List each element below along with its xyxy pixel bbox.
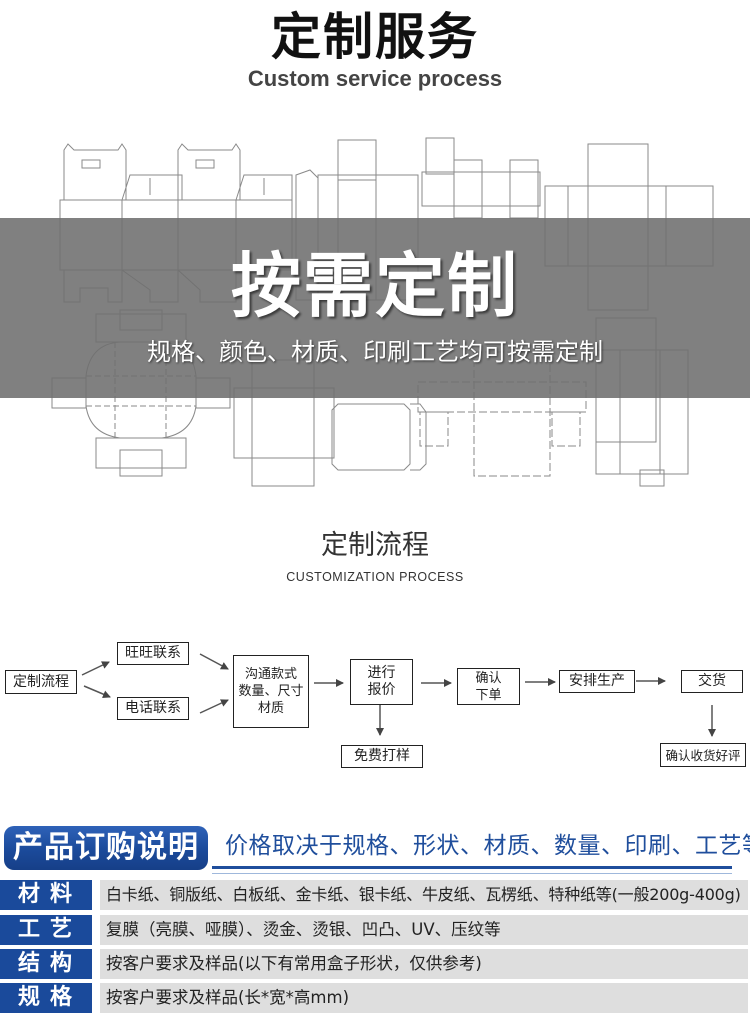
arrow-right-icon: [199, 653, 229, 670]
process-title: 定制流程: [321, 530, 429, 561]
order-info-underline-shadow: [212, 873, 732, 874]
flow-step-label: 旺旺联系: [125, 645, 181, 661]
banner-title: 按需定制: [231, 245, 519, 327]
page-title: 定制服务: [271, 8, 479, 66]
flow-step-start: 定制流程: [5, 670, 77, 694]
flow-step-confirm-order: 确认 下单: [457, 668, 520, 705]
spec-label: 规格: [0, 983, 92, 1013]
flow-step-label: 数量、尺寸: [238, 684, 304, 699]
order-info-note: 价格取决于规格、形状、材质、数量、印刷、工艺等: [225, 833, 750, 859]
arrow-right-icon: [199, 699, 229, 714]
process-subtitle: CUSTOMIZATION PROCESS: [286, 570, 464, 584]
flow-step-production: 安排生产: [559, 670, 635, 693]
spec-value: 按客户要求及样品(长*宽*高mm): [100, 983, 748, 1013]
flow-step-label: 确认: [475, 670, 502, 686]
flow-step-label: 报价: [367, 682, 396, 698]
spec-value: 复膜（亮膜、哑膜）、烫金、烫银、凹凸、UV、压纹等: [100, 915, 748, 945]
flow-step-communicate: 沟通款式 数量、尺寸 材质: [233, 655, 309, 728]
flow-step-phone: 电话联系: [117, 697, 189, 720]
order-info-underline: [212, 866, 732, 869]
banner-overlay-band: [0, 218, 750, 398]
banner-subtitle: 规格、颜色、材质、印刷工艺均可按需定制: [147, 338, 603, 366]
flow-step-delivery: 交货: [681, 670, 743, 693]
flow-step-label: 定制流程: [13, 673, 69, 690]
flow-step-label: 下单: [475, 687, 502, 703]
spec-row-material: 材料 白卡纸、铜版纸、白板纸、金卡纸、银卡纸、牛皮纸、瓦楞纸、特种纸等(一般20…: [0, 880, 750, 910]
flow-step-label: 电话联系: [125, 700, 181, 716]
flow-step-free-sample: 免费打样: [341, 745, 423, 768]
page-subtitle: Custom service process: [247, 66, 503, 91]
spec-value: 白卡纸、铜版纸、白板纸、金卡纸、银卡纸、牛皮纸、瓦楞纸、特种纸等(一般200g-…: [100, 880, 748, 910]
spec-label: 结构: [0, 949, 92, 979]
flow-step-wangwang: 旺旺联系: [117, 642, 189, 665]
spec-row-craft: 工艺 复膜（亮膜、哑膜）、烫金、烫银、凹凸、UV、压纹等: [0, 915, 750, 945]
spec-row-structure: 结构 按客户要求及样品(以下有常用盒子形状，仅供参考): [0, 949, 750, 979]
flow-step-label: 材质: [257, 701, 284, 716]
flow-step-label: 免费打样: [354, 748, 410, 764]
arrow-right-icon: [83, 685, 111, 698]
arrow-right-icon: [81, 661, 110, 676]
spec-label: 材料: [0, 880, 92, 910]
spec-value: 按客户要求及样品(以下有常用盒子形状，仅供参考): [100, 949, 748, 979]
flow-step-review: 确认收货好评: [660, 743, 746, 767]
flow-step-label: 安排生产: [569, 673, 625, 689]
flow-step-label: 沟通款式: [244, 667, 297, 682]
spec-label: 工艺: [0, 915, 92, 945]
order-info-tab: 产品订购说明: [4, 826, 208, 870]
flow-step-label: 交货: [698, 673, 726, 689]
flow-step-label: 进行: [367, 665, 396, 681]
flow-arrows: [81, 653, 716, 737]
flow-step-label: 确认收货好评: [665, 747, 741, 763]
spec-row-size: 规格 按客户要求及样品(长*宽*高mm): [0, 983, 750, 1013]
flow-step-quote: 进行 报价: [350, 659, 413, 705]
